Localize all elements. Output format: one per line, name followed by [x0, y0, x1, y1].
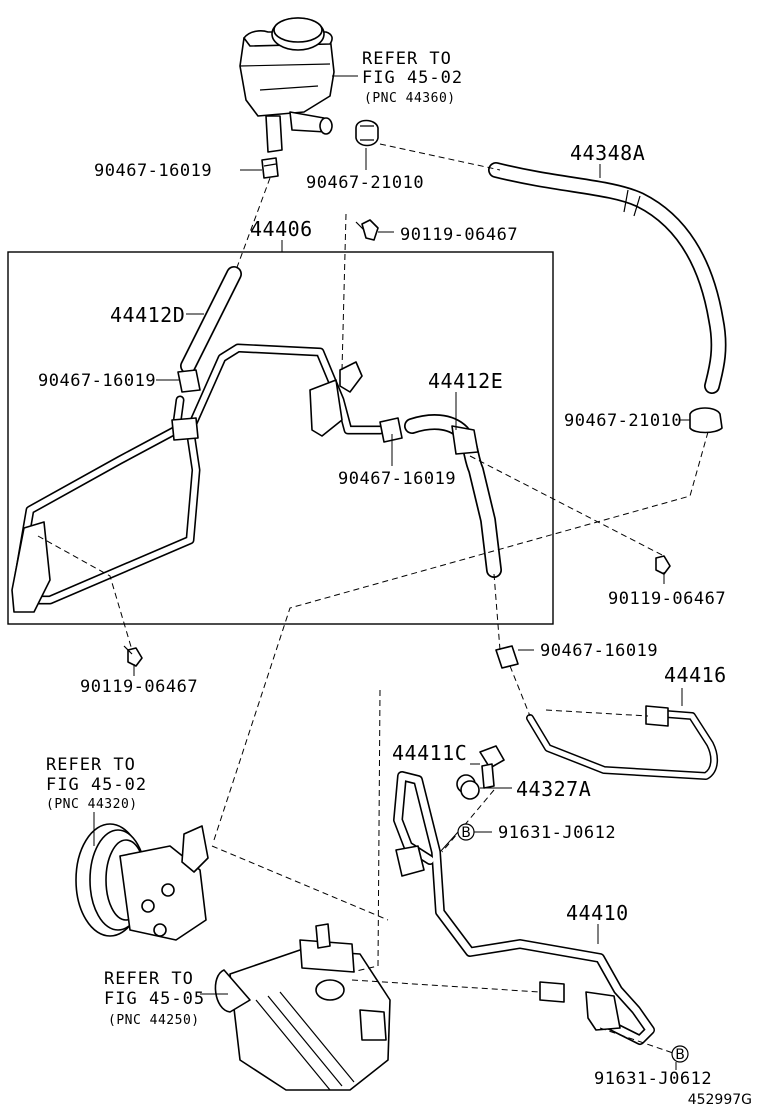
reservoir-drawing — [239, 17, 335, 153]
hose-44348A — [488, 162, 727, 394]
marker-b-lower-letter: B — [675, 1047, 685, 1063]
refer-pump-line2: FIG 45-02 — [46, 775, 147, 795]
hose-44410 — [393, 771, 655, 1045]
label-90467-21010-top: 90467-21010 — [306, 173, 424, 193]
gasket-44327A — [456, 774, 480, 800]
refer-pump-pnc: (PNC 44320) — [46, 797, 138, 812]
label-90467-16019-box-mid: 90467-16019 — [338, 469, 456, 489]
label-44348A: 44348A — [570, 141, 645, 165]
refer-gear-line1: REFER TO — [104, 969, 194, 989]
label-44406: 44406 — [250, 217, 313, 241]
marker-b-upper-letter: B — [461, 825, 471, 841]
hose-44412D — [180, 266, 242, 374]
clamp-90467-16019-box-left — [177, 369, 201, 393]
label-91631-J0612-upper: 91631-J0612 — [498, 823, 616, 843]
hose-44412E — [404, 414, 502, 578]
pipe-44416 — [526, 705, 719, 780]
label-44327A: 44327A — [516, 777, 591, 801]
label-90467-16019-box-left: 90467-16019 — [38, 371, 156, 391]
bolt-90119-06467-right — [655, 555, 671, 575]
label-44410: 44410 — [566, 901, 629, 925]
clamp-90467-16019-box-mid — [379, 417, 403, 443]
label-90467-16019-top: 90467-16019 — [94, 161, 212, 181]
assembly-44406-box — [7, 251, 554, 625]
label-90119-06467-right: 90119-06467 — [608, 589, 726, 609]
leader-lines — [93, 75, 690, 1070]
label-90467-21010-right: 90467-21010 — [564, 411, 682, 431]
label-44412D: 44412D — [110, 303, 185, 327]
label-44412E: 44412E — [428, 369, 503, 393]
refer-pump-line1: REFER TO — [46, 755, 136, 775]
refer-gear-line2: FIG 45-05 — [104, 989, 205, 1009]
power-steering-pump — [75, 823, 209, 941]
marker-b-lower: B — [671, 1045, 689, 1063]
refer-top-line2: FIG 45-02 — [362, 68, 463, 88]
label-90119-06467-left: 90119-06467 — [80, 677, 198, 697]
refer-top-pnc: (PNC 44360) — [364, 91, 456, 106]
refer-top-line1: REFER TO — [362, 49, 452, 69]
connection-lines — [37, 143, 709, 1055]
label-91631-J0612-lower: 91631-J0612 — [594, 1069, 712, 1089]
bolt-90119-06467-left — [123, 645, 143, 667]
clamp-90467-16019-lower — [495, 645, 519, 669]
bolt-90119-06467-top — [355, 219, 379, 241]
clamp-90467-21010-top — [355, 119, 379, 147]
union-bolt-44411C — [479, 745, 505, 789]
marker-b-upper: B — [457, 823, 475, 841]
steering-gear — [214, 923, 391, 1091]
diagram-id: 452997G — [688, 1092, 752, 1108]
clamp-90467-21010-right — [689, 407, 723, 434]
label-90119-06467-top: 90119-06467 — [400, 225, 518, 245]
label-90467-16019-lower: 90467-16019 — [540, 641, 658, 661]
pipe-assembly-44406 — [11, 343, 385, 613]
label-44416: 44416 — [664, 663, 727, 687]
label-44411C: 44411C — [392, 741, 467, 765]
refer-gear-pnc: (PNC 44250) — [108, 1013, 200, 1028]
clamp-90467-16019-top — [261, 157, 279, 179]
